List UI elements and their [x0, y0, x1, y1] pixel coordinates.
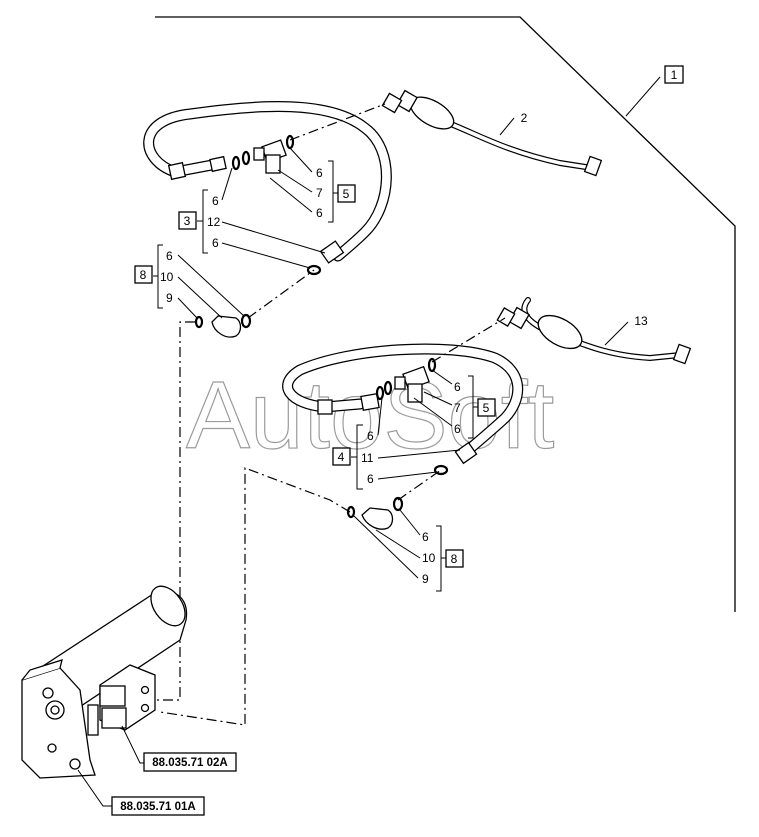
callout-5a-item: 7 [316, 186, 323, 200]
callout-8a: 8 [140, 268, 147, 282]
callout-8a-item: 9 [166, 291, 173, 305]
dash-line [431, 317, 506, 363]
callout-3-item: 6 [212, 236, 219, 250]
callout-1: 1 [671, 68, 678, 82]
seal-ring [241, 150, 251, 166]
seal-ring [383, 380, 393, 396]
seal-ring [427, 357, 437, 373]
dash-line [159, 467, 351, 726]
lower-hose-11 [282, 343, 524, 465]
callout-3-item: 12 [207, 215, 221, 229]
callout-4-item: 6 [367, 429, 374, 443]
seal-ring [231, 155, 241, 171]
reference-b: 88.035.71 01A [120, 801, 195, 813]
leader-8b [375, 529, 421, 559]
leader-4 [377, 449, 461, 459]
callout-8b-item: 6 [422, 530, 429, 544]
leader-1 [625, 76, 661, 117]
seal-ring [375, 385, 385, 401]
callout-8b: 8 [451, 552, 458, 566]
callout-box-4 [332, 447, 351, 466]
frame-line [155, 16, 736, 612]
leader-5a [269, 177, 313, 213]
hydraulic-cylinder [21, 585, 188, 779]
lower-elbow-10 [346, 496, 404, 530]
leader-5b [423, 391, 453, 406]
callout-3-item: 6 [212, 194, 219, 208]
leader-2 [499, 117, 515, 136]
callout-box-5b [477, 398, 496, 417]
leader-5a [277, 169, 313, 193]
upper-tee-fitting-7 [253, 139, 287, 174]
leader-ref-a [121, 725, 145, 764]
lower-tube-13 [496, 297, 692, 365]
leader-13 [604, 321, 629, 346]
dash-line [289, 103, 386, 141]
callout-box-8b [445, 549, 464, 568]
leader-4 [377, 471, 438, 480]
callout-box-3 [178, 211, 197, 230]
reference-a: 88.035.71 02A [152, 757, 227, 769]
callout-5b-item: 7 [454, 401, 461, 415]
seal-ring [285, 134, 295, 150]
callout-box-5a [337, 184, 356, 203]
leader-4 [377, 397, 383, 436]
callout-13: 13 [634, 314, 648, 328]
callout-4-item: 11 [361, 451, 374, 465]
leader-5a [289, 147, 313, 173]
leader-8a [177, 297, 198, 319]
upper-tube-2 [381, 89, 603, 177]
dash-line [397, 469, 442, 501]
lower-tee-fitting-7 [394, 365, 430, 403]
upper-elbow-10 [194, 313, 252, 338]
callout-box-1 [664, 65, 684, 84]
bracket [328, 160, 334, 223]
callout-5a-item: 6 [316, 166, 323, 180]
valve-block [99, 664, 156, 731]
dash-line [247, 269, 315, 319]
reference-box-a [143, 752, 237, 772]
callout-5b-item: 6 [454, 422, 461, 436]
leader-5b [431, 369, 453, 385]
leader-3 [221, 221, 326, 254]
leader-8a [177, 254, 245, 317]
callout-box-8a [134, 265, 153, 284]
callout-5b: 5 [483, 401, 490, 415]
callout-3: 3 [184, 214, 191, 228]
callout-8a-item: 6 [166, 249, 173, 263]
callout-4-item: 6 [367, 472, 374, 486]
callout-5b-item: 6 [454, 380, 461, 394]
callout-8a-item: 10 [160, 270, 174, 284]
callout-5a: 5 [343, 187, 350, 201]
leader-3 [221, 167, 233, 201]
leader-8b [399, 509, 421, 536]
leader-3 [221, 242, 311, 269]
dash-line [150, 321, 195, 701]
leader-8b [353, 515, 419, 579]
leader-ref-b [77, 769, 113, 807]
callout-5a-item: 6 [316, 206, 323, 220]
callout-8b-item: 9 [422, 572, 429, 586]
leader-5b [413, 397, 453, 427]
leader-8a [177, 276, 223, 319]
bracket [436, 525, 442, 592]
callout-8b-item: 10 [422, 551, 436, 565]
callout-2: 2 [521, 111, 528, 125]
callout-4: 4 [338, 450, 345, 464]
reference-box-b [111, 796, 205, 816]
